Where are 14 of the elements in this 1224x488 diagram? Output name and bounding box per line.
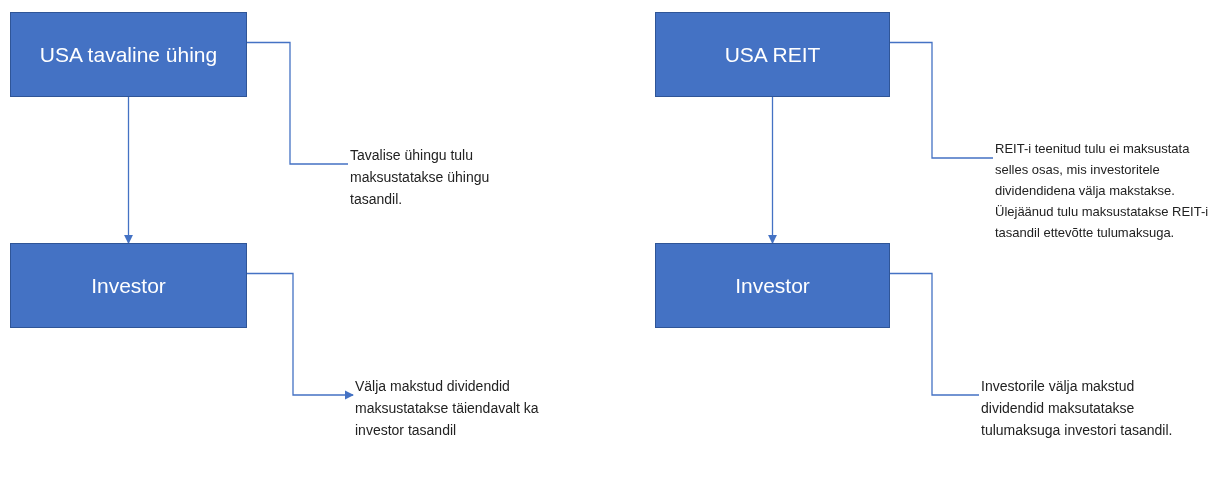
entity-box: USA tavaline ühing (10, 12, 247, 97)
arrow (246, 272, 354, 400)
note-text: Välja makstud dividendid maksustatakse täiendavalt ka investor tasandil (355, 375, 540, 441)
leader-line (889, 41, 994, 159)
note-text: Investorile välja makstud dividendid maksutatakse tulumaksuga investori tasandil. (981, 375, 1191, 441)
entity-box: Investor (655, 243, 890, 328)
note-text: REIT-i teenitud tulu ei maksustata selles osas, mis investoritele dividendidena välja makstakse. Ülejäänud tulu maksustatakse REIT-i tasandil ettevõtte tulumaksuga. (995, 138, 1223, 243)
arrow (123, 96, 134, 244)
entity-box: USA REIT (655, 12, 890, 97)
leader-line (889, 272, 980, 396)
note-text: Tavalise ühingu tulu maksustatakse ühingu tasandil. (350, 144, 540, 210)
arrow (767, 96, 778, 244)
entity-box: Investor (10, 243, 247, 328)
leader-line (246, 41, 349, 165)
